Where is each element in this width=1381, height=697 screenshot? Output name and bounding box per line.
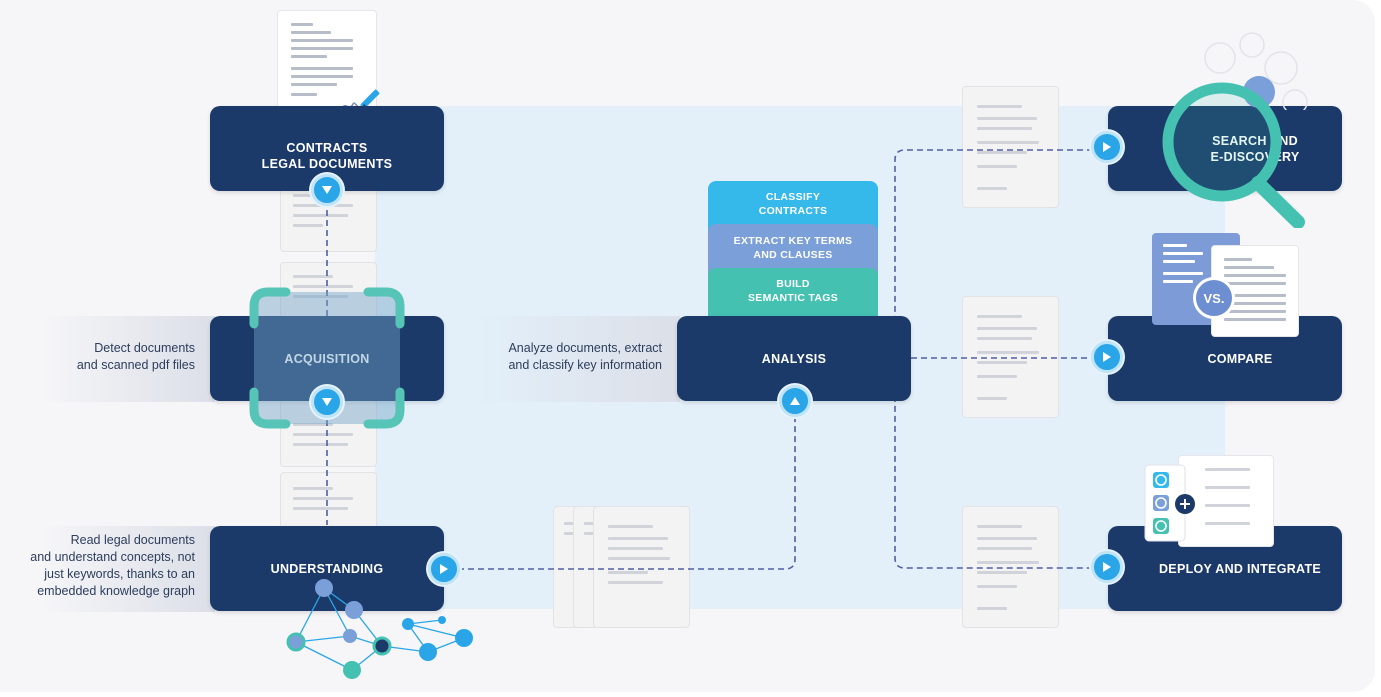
- document-page: [962, 296, 1059, 418]
- deploy-right-arrow[interactable]: [1091, 551, 1123, 583]
- understanding-right-arrow[interactable]: [428, 553, 460, 585]
- contract-document: [277, 10, 377, 124]
- play-arrow-icon: [790, 397, 800, 405]
- checklist-icon: [1144, 464, 1195, 542]
- play-arrow-icon: [1103, 142, 1111, 152]
- analysis-node[interactable]: ANALYSIS: [677, 316, 911, 401]
- play-arrow-icon: [440, 564, 448, 574]
- analysis-step-label: CLASSIFY CONTRACTS: [758, 191, 828, 217]
- acquisition-description: Detect documents and scanned pdf files: [76, 341, 195, 372]
- knowledge-graph-icon: [286, 579, 473, 679]
- understanding-description: Read legal documents and understand conc…: [30, 533, 195, 598]
- analysis-description-bar: [470, 316, 680, 402]
- play-arrow-icon: [322, 186, 332, 194]
- understanding-node[interactable]: UNDERSTANDING: [210, 526, 444, 611]
- contracts-down-arrow[interactable]: [311, 174, 343, 206]
- document-page: [593, 506, 690, 628]
- understanding-description-bar: [40, 526, 215, 612]
- document-page: [962, 86, 1059, 208]
- analysis-step-extract: EXTRACT KEY TERMS AND CLAUSES: [708, 224, 878, 276]
- compare-vs-badge: VS.: [1193, 277, 1235, 319]
- acquisition-down-arrow[interactable]: [311, 386, 343, 418]
- contracts-label: CONTRACTS LEGAL DOCUMENTS: [261, 140, 393, 171]
- compare-label: COMPARE: [1207, 351, 1273, 366]
- analysis-step-label: BUILD SEMANTIC TAGS: [747, 278, 839, 304]
- play-arrow-icon: [1103, 562, 1111, 572]
- analysis-label: ANALYSIS: [761, 351, 827, 366]
- analysis-up-arrow[interactable]: [779, 385, 811, 417]
- analysis-description: Analyze documents, extract and classify …: [508, 341, 662, 372]
- document-page: [962, 506, 1059, 628]
- compare-right-arrow[interactable]: [1091, 341, 1123, 373]
- understanding-label: UNDERSTANDING: [270, 561, 384, 576]
- magnifier-icon: [1162, 82, 1305, 228]
- deploy-label: DEPLOY AND INTEGRATE: [1158, 561, 1322, 576]
- analysis-step-label: EXTRACT KEY TERMS AND CLAUSES: [733, 235, 853, 261]
- search-right-arrow[interactable]: [1091, 131, 1123, 163]
- document-page: [280, 262, 377, 319]
- scan-frame-icon: [249, 287, 405, 429]
- acquisition-description-bar: [40, 316, 215, 402]
- play-arrow-icon: [1103, 352, 1111, 362]
- play-arrow-icon: [322, 398, 332, 406]
- acquisition-label: ACQUISITION: [284, 351, 369, 367]
